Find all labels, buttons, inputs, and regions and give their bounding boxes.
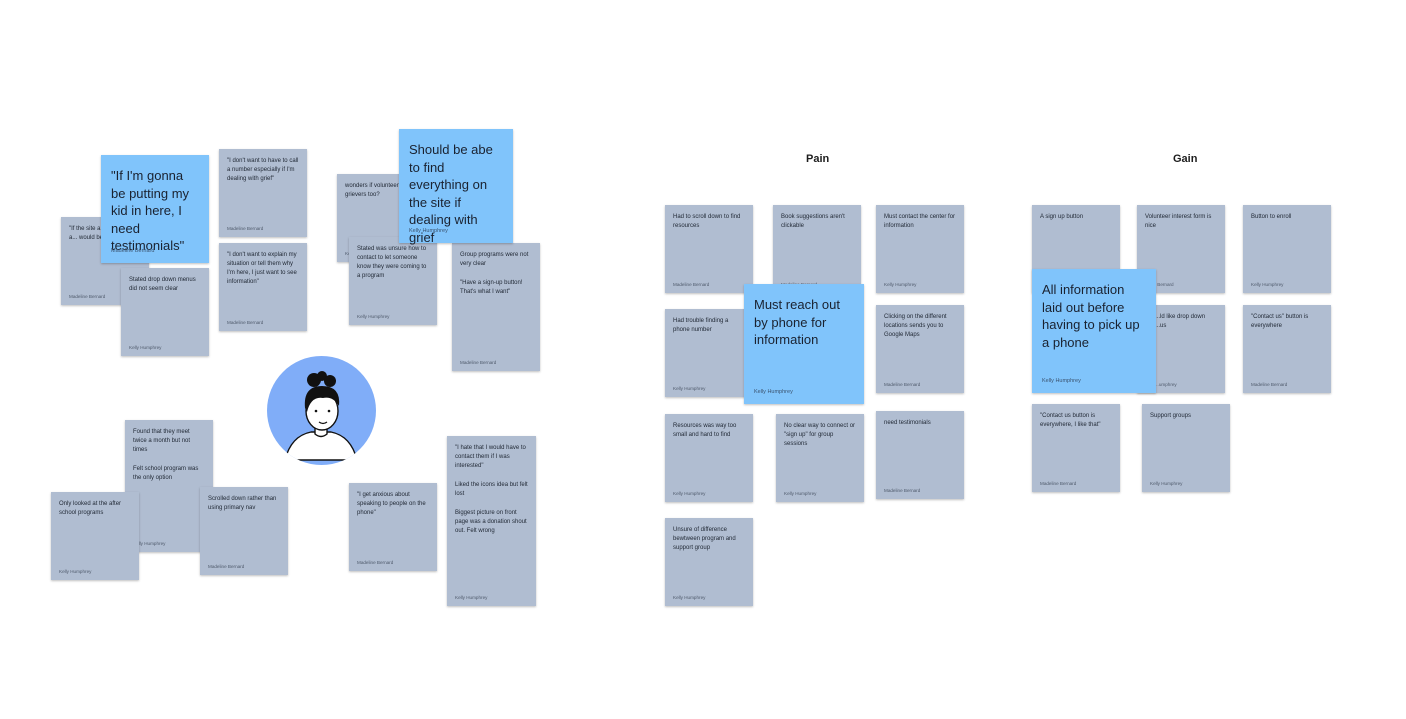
note-author: Kelly Humphrey xyxy=(1251,282,1284,287)
note-author: ...umphrey xyxy=(1155,382,1177,387)
sticky-note-scrolled-down[interactable]: Scrolled down rather than using primary … xyxy=(200,487,288,575)
sticky-note-stated-dropdown[interactable]: Stated drop down menus did not seem clea… xyxy=(121,268,209,356)
gain-note-contact-like[interactable]: "Contact us button is everywhere, I like… xyxy=(1032,404,1120,492)
pain-note-testimonials[interactable]: need testimonials Madeline Bernard xyxy=(876,411,964,499)
note-text: Stated drop down menus did not seem clea… xyxy=(129,277,198,292)
note-author: Kelly Humphrey xyxy=(133,541,166,546)
note-text: "I don't want to explain my situation or… xyxy=(227,252,299,285)
sticky-note-call-number[interactable]: "I don't want to have to call a number e… xyxy=(219,149,307,237)
note-text: Support groups xyxy=(1150,413,1192,419)
persona-illustration-icon xyxy=(284,371,358,461)
note-text: "I get anxious about speaking to people … xyxy=(357,492,428,516)
note-author: Madeline Bernard xyxy=(673,282,710,287)
pain-note-resources-small[interactable]: Resources was way too small and hard to … xyxy=(665,414,753,502)
note-author: Madeline Bernard xyxy=(1251,382,1288,387)
gain-note-enroll-button[interactable]: Button to enroll Kelly Humphrey xyxy=(1243,205,1331,293)
note-text: No clear way to connect or "sign up" for… xyxy=(784,423,857,447)
note-text: Must contact the center for information xyxy=(884,214,957,229)
pain-note-google-maps[interactable]: Clicking on the different locations send… xyxy=(876,305,964,393)
note-text: Button to enroll xyxy=(1251,214,1292,220)
note-text-2: "Have a sign-up button! That's what I wa… xyxy=(460,280,525,295)
note-author: Kelly Humphrey xyxy=(673,386,706,391)
highlight-note-find-everything[interactable]: Should be abe to find everything on the … xyxy=(399,129,513,245)
note-text: "I don't want to have to call a number e… xyxy=(227,158,300,182)
note-author: ...line Bernard xyxy=(1145,282,1174,287)
pain-note-phone-number[interactable]: Had trouble finding a phone number Kelly… xyxy=(665,309,753,397)
pain-note-contact-center[interactable]: Must contact the center for information … xyxy=(876,205,964,293)
note-text-2: Liked the icons idea but felt lost xyxy=(455,482,530,497)
note-text: "Contact us button is everywhere, I like… xyxy=(1040,413,1101,428)
note-text: "Contact us" button is everywhere xyxy=(1251,314,1310,329)
sticky-note-twice-a-month[interactable]: Found that they meet twice a month but n… xyxy=(125,420,213,552)
note-text-3: Biggest picture on front page was a dona… xyxy=(455,510,529,534)
note-author: Madeline Bernard xyxy=(884,382,921,387)
note-author: Kelly Humphrey xyxy=(357,314,390,319)
pain-note-program-vs-group[interactable]: Unsure of difference bewtween program an… xyxy=(665,518,753,606)
note-text: need testimonials xyxy=(884,420,931,426)
note-text-2: Felt school program was the only option xyxy=(133,466,201,481)
note-author: Kelly Humphrey xyxy=(409,228,448,234)
gain-heading: Gain xyxy=(1173,153,1198,165)
note-text: Only looked at the after school programs xyxy=(59,501,123,516)
sticky-note-anxious-phone[interactable]: "I get anxious about speaking to people … xyxy=(349,483,437,571)
pain-highlight-reach-out[interactable]: Must reach out by phone for information … xyxy=(744,284,864,404)
sticky-note-explain-situation[interactable]: "I don't want to explain my situation or… xyxy=(219,243,307,331)
pain-note-sign-up-groups[interactable]: No clear way to connect or "sign up" for… xyxy=(776,414,864,502)
note-text: wonders if volunteers... grievers too? xyxy=(345,183,407,198)
note-text: Found that they meet twice a month but n… xyxy=(133,429,192,453)
note-text: Must reach out by phone for information xyxy=(754,297,844,347)
note-text: Had to scroll down to find resources xyxy=(673,214,743,229)
note-author: Kelly Humphrey xyxy=(1150,481,1183,486)
note-text: All information laid out before having t… xyxy=(1042,282,1144,350)
note-author: Madeline Bernard xyxy=(1040,481,1077,486)
note-author: Kelly Humphrey xyxy=(784,491,817,496)
note-text: A sign up button xyxy=(1040,214,1084,220)
note-author: Kelly Humphrey xyxy=(673,595,706,600)
note-author: Madeline Bernard xyxy=(69,294,106,299)
sticky-note-hate-contact[interactable]: "I hate that I would have to contact the… xyxy=(447,436,536,606)
note-author: Madeline Bernard xyxy=(884,488,921,493)
note-author: Madeline Bernard xyxy=(111,248,155,254)
note-author: Madeline Bernard xyxy=(460,360,497,365)
note-text: Book suggestions aren't clickable xyxy=(781,214,847,229)
note-author: Kelly Humphrey xyxy=(455,595,488,600)
gain-highlight-all-information[interactable]: All information laid out before having t… xyxy=(1032,269,1156,393)
pain-note-scroll-resources[interactable]: Had to scroll down to find resources Mad… xyxy=(665,205,753,293)
note-text: ...ld like drop down ...us xyxy=(1155,314,1207,329)
note-text: Unsure of difference bewtween program an… xyxy=(673,527,738,551)
note-text: Had trouble finding a phone number xyxy=(673,318,731,333)
note-author: Madeline Bernard xyxy=(227,320,264,325)
note-author: Kelly Humphrey xyxy=(1042,378,1081,384)
note-author: Kelly Humphrey xyxy=(129,345,162,350)
note-author: Madeline Bernard xyxy=(357,560,394,565)
sticky-note-after-school[interactable]: Only looked at the after school programs… xyxy=(51,492,139,580)
note-text: "I hate that I would have to contact the… xyxy=(455,445,528,469)
gain-note-support-groups[interactable]: Support groups Kelly Humphrey xyxy=(1142,404,1230,492)
sticky-note-group-programs[interactable]: Group programs were not very clear "Have… xyxy=(452,243,540,371)
note-text: Scrolled down rather than using primary … xyxy=(208,496,279,511)
note-text: Stated was unsure how to contact to let … xyxy=(357,246,429,279)
pain-note-book-suggestions[interactable]: Book suggestions aren't clickable Madeli… xyxy=(773,205,861,293)
note-text: Should be abe to find everything on the … xyxy=(409,142,497,245)
note-author: Madeline Bernard xyxy=(227,226,264,231)
pain-heading: Pain xyxy=(806,153,830,165)
note-text: Group programs were not very clear xyxy=(460,252,531,267)
gain-note-contact-everywhere[interactable]: "Contact us" button is everywhere Madeli… xyxy=(1243,305,1331,393)
note-author: Kelly Humphrey xyxy=(673,491,706,496)
highlight-note-testimonials[interactable]: "If I'm gonna be putting my kid in here,… xyxy=(101,155,209,263)
note-text: "If I'm gonna be putting my kid in here,… xyxy=(111,168,193,253)
note-text: Volunteer interest form is nice xyxy=(1145,214,1214,229)
note-text: Resources was way too small and hard to … xyxy=(673,423,739,438)
sticky-note-unsure-contact[interactable]: Stated was unsure how to contact to let … xyxy=(349,237,437,325)
note-author: Kelly Humphrey xyxy=(754,389,793,395)
user-avatar-icon xyxy=(267,356,376,465)
note-author: Kelly Humphrey xyxy=(884,282,917,287)
note-text: Clicking on the different locations send… xyxy=(884,314,949,338)
note-author: Madeline Bernard xyxy=(208,564,245,569)
note-author: Kelly Humphrey xyxy=(59,569,92,574)
